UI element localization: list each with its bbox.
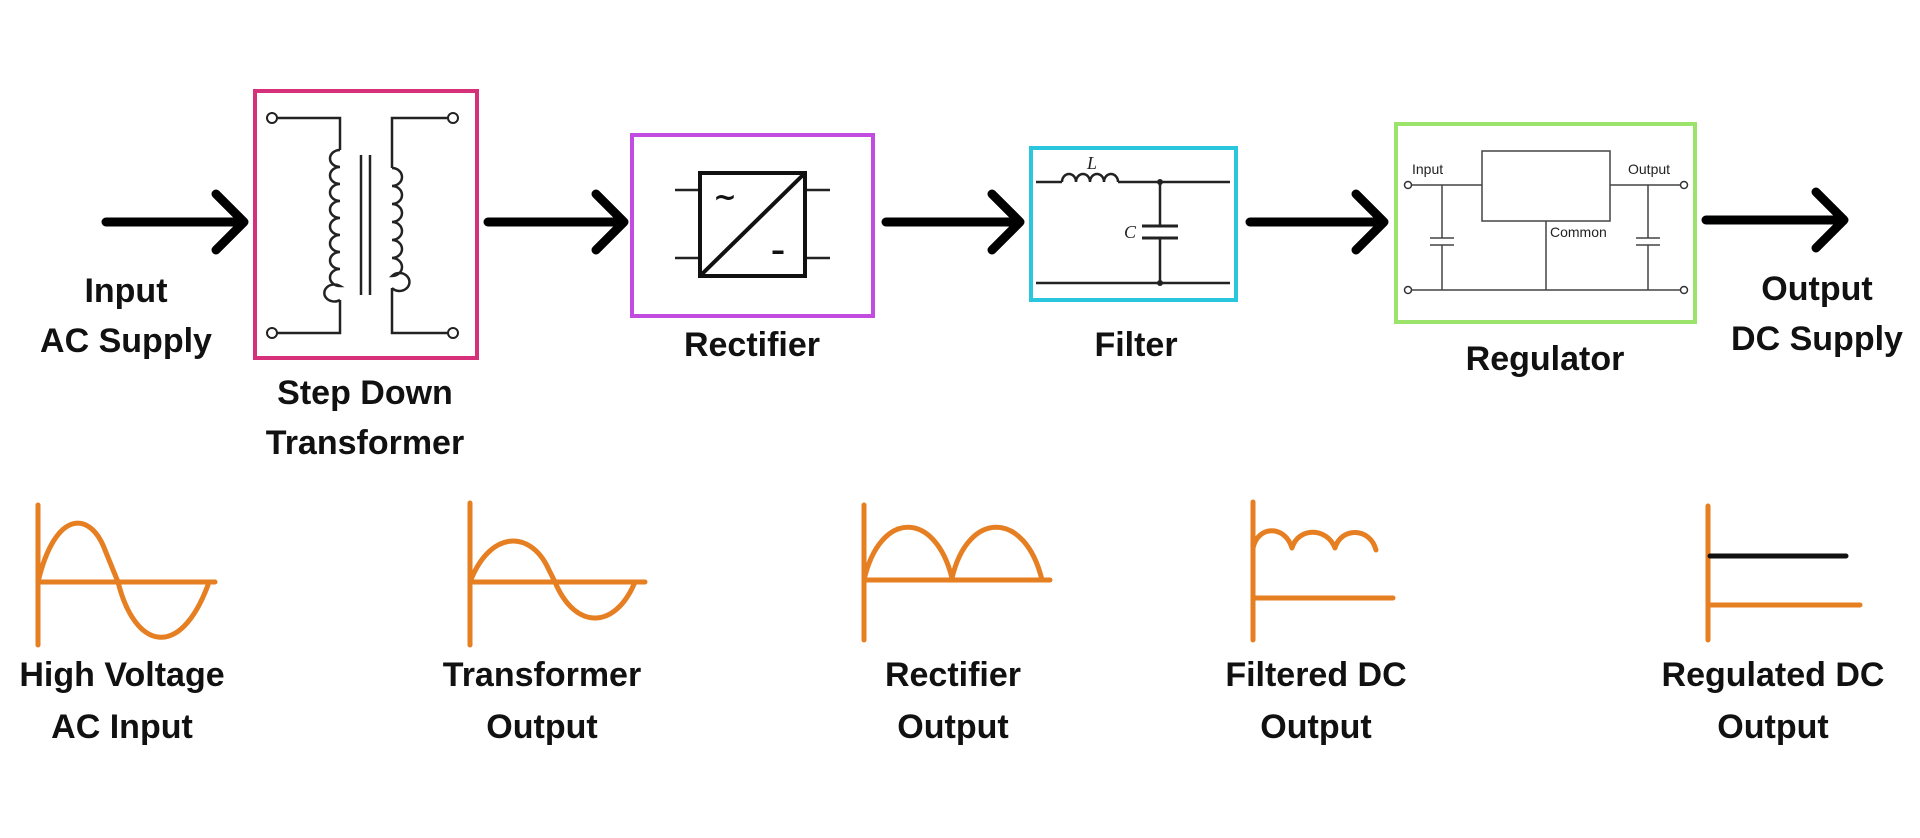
filter-symbol: L C [1036, 153, 1230, 286]
output-label-line2: DC Supply [1731, 320, 1903, 358]
output-label: Output DC Supply [1731, 270, 1903, 358]
output-label-line1: Output [1761, 270, 1872, 308]
transformer-label-line2: Transformer [266, 424, 464, 462]
arrow-filter-to-regulator [1245, 189, 1389, 255]
regulator-output-label: Output [1628, 161, 1670, 177]
transformer-label-line1: Step Down [277, 374, 453, 412]
rectifier-dc-symbol: – [771, 234, 785, 267]
waveform-3-label-line2: Output [897, 708, 1008, 746]
sine-wave-icon [35, 502, 218, 648]
transformer-symbol [266, 112, 459, 339]
regulator-common-label: Common [1550, 224, 1607, 240]
transformer-border [253, 89, 479, 360]
arrow-input-to-transformer [101, 189, 249, 255]
waveform-rectifier-output: Rectifier Output [861, 502, 1053, 746]
arrow-rectifier-to-filter [881, 189, 1025, 255]
waveform-transformer-output: Transformer Output [443, 500, 648, 746]
waveform-4-label-line2: Output [1260, 708, 1371, 746]
rectifier-symbol: ~ – [675, 171, 830, 278]
waveform-5-label-line2: Output [1717, 708, 1828, 746]
waveform-2-label-line2: Output [486, 708, 597, 746]
regulator-symbol: Input Output Common [1403, 150, 1689, 295]
full-wave-rectified-icon [861, 502, 1053, 643]
waveform-1-label-line2: AC Input [51, 708, 193, 746]
rectifier-ac-symbol: ~ [713, 180, 736, 213]
waveform-2-label-line1: Transformer [443, 656, 641, 694]
transformer-block: Step Down Transformer [253, 89, 479, 462]
rectifier-block: ~ – Rectifier [630, 133, 875, 364]
input-label-line1: Input [84, 272, 167, 310]
waveform-5-label-line1: Regulated DC [1662, 656, 1885, 694]
flat-dc-icon [1705, 503, 1863, 643]
waveform-high-voltage-ac: High Voltage AC Input [19, 502, 225, 746]
input-label: Input AC Supply [40, 272, 212, 360]
filter-border [1029, 146, 1238, 302]
waveform-4-label-line1: Filtered DC [1225, 656, 1406, 694]
filter-block: L C Filter [1029, 146, 1238, 364]
regulator-label: Regulator [1466, 340, 1625, 378]
regulator-input-label: Input [1412, 161, 1443, 177]
waveform-filtered-dc: Filtered DC Output [1225, 499, 1407, 746]
arrow-transformer-to-rectifier [483, 189, 629, 255]
filter-label: Filter [1094, 326, 1177, 364]
input-label-line2: AC Supply [40, 322, 212, 360]
filter-inductor-label: L [1086, 153, 1097, 173]
arrow-regulator-to-output [1701, 187, 1849, 253]
rectifier-label: Rectifier [684, 326, 820, 364]
regulator-block: Input Output Common Regulator [1394, 122, 1697, 378]
reduced-sine-wave-icon [467, 500, 648, 648]
waveform-3-label-line1: Rectifier [885, 656, 1021, 694]
filter-capacitor-label: C [1124, 222, 1137, 242]
ripple-dc-icon [1250, 499, 1396, 643]
waveform-1-label-line1: High Voltage [19, 656, 224, 694]
waveform-regulated-dc: Regulated DC Output [1662, 503, 1885, 746]
